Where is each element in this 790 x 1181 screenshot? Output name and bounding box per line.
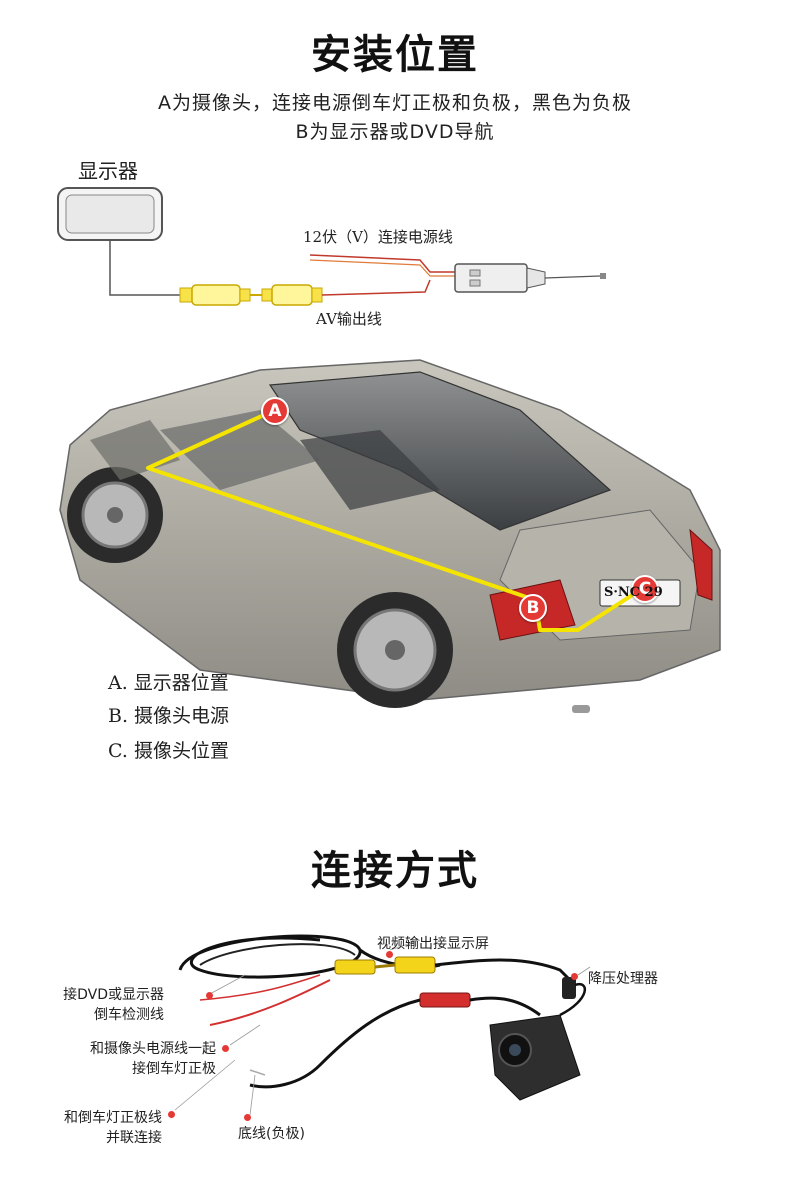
callout-parallel-line2: 并联连接 bbox=[106, 1130, 162, 1146]
car-illustration bbox=[59, 359, 721, 713]
rca-connector-2-icon bbox=[261, 284, 323, 306]
power-line-label: 12伏（V）连接电源线 bbox=[303, 228, 453, 246]
dot-step-down bbox=[571, 973, 578, 980]
callout-ground: 底线(负极) bbox=[238, 1126, 305, 1142]
callout-dvd-line2: 倒车检测线 bbox=[94, 1007, 164, 1023]
legend-b: B. 摄像头电源 bbox=[108, 705, 230, 727]
marker-b: B bbox=[519, 594, 547, 622]
front-wheel-icon bbox=[67, 467, 163, 563]
callout-step-down: 降压处理器 bbox=[588, 971, 658, 987]
monitor-icon bbox=[57, 187, 163, 241]
power-connector-icon bbox=[419, 992, 471, 1008]
rca-connector-1-icon bbox=[179, 284, 251, 306]
dot-dvd bbox=[206, 992, 213, 999]
callout-dvd-line1: 接DVD或显示器 bbox=[63, 987, 164, 1003]
rear-wheel-icon bbox=[337, 592, 453, 708]
legend-a: A. 显示器位置 bbox=[108, 672, 229, 694]
legend-c: C. 摄像头位置 bbox=[108, 740, 229, 762]
callout-parallel-line1: 和倒车灯正极线 bbox=[64, 1110, 162, 1126]
dot-power bbox=[222, 1045, 229, 1052]
callout-video-out: 视频输出接显示屏 bbox=[377, 936, 489, 952]
install-desc-line1: A为摄像头，连接电源倒车灯正极和负极，黑色为负极 bbox=[158, 92, 632, 114]
dot-parallel bbox=[168, 1111, 175, 1118]
wiring-diagram bbox=[57, 187, 606, 306]
install-desc-line2: B为显示器或DVD导航 bbox=[295, 121, 495, 143]
rear-camera-icon bbox=[489, 982, 587, 1101]
cable-diagram bbox=[174, 934, 591, 1115]
marker-c: C bbox=[631, 575, 659, 603]
install-position-title: 安装位置 bbox=[311, 32, 479, 78]
connection-method-title: 连接方式 bbox=[311, 848, 479, 894]
dot-ground bbox=[244, 1114, 251, 1121]
monitor-label: 显示器 bbox=[78, 159, 138, 183]
callout-power-line1: 和摄像头电源线一起 bbox=[90, 1041, 216, 1057]
camera-module-icon bbox=[454, 263, 606, 293]
dot-video-out bbox=[386, 951, 393, 958]
marker-a: A bbox=[261, 397, 289, 425]
av-output-label: AV输出线 bbox=[316, 310, 382, 328]
callout-power-line2: 接倒车灯正极 bbox=[132, 1061, 216, 1077]
license-plate: S·NC 29 bbox=[604, 585, 663, 600]
video-rca-plug-icon bbox=[334, 956, 436, 975]
